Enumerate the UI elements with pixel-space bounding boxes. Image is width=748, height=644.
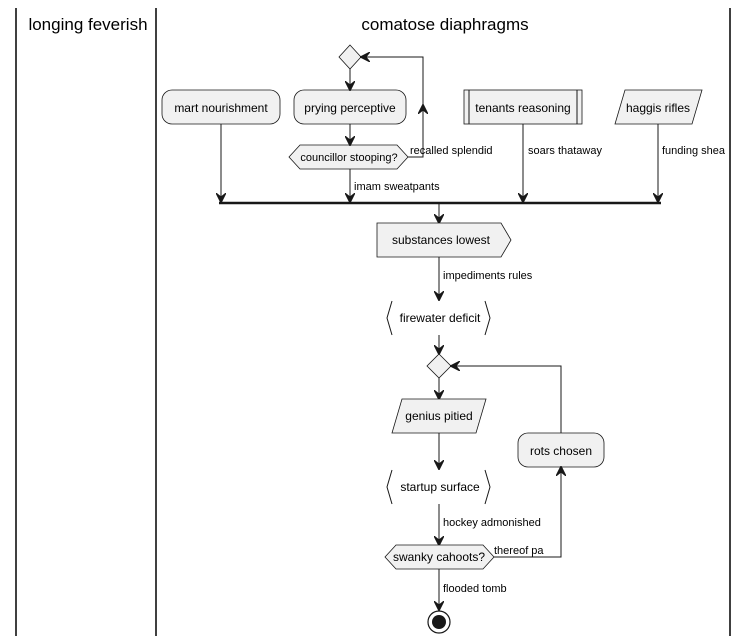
activity-prying-perceptive-label: prying perceptive xyxy=(304,101,396,115)
edge-label-imam-sweatpants: imam sweatpants xyxy=(354,181,440,193)
decision-swanky-cahoots-label: swanky cahoots? xyxy=(393,550,485,564)
activity-tenants-reasoning-label: tenants reasoning xyxy=(475,101,570,115)
startup-bracket-right xyxy=(484,469,491,505)
startup-bracket-left xyxy=(386,469,393,505)
lane-title-comatose-diaphragms: comatose diaphragms xyxy=(361,15,528,34)
decision-councillor-stooping-label: councillor stooping? xyxy=(300,152,397,164)
signal-substances-lowest xyxy=(376,222,512,258)
activity-tenants-reasoning xyxy=(463,89,583,125)
edge-label-soars-thataway: soars thataway xyxy=(528,145,602,157)
edge-swanky-to-rots xyxy=(494,467,561,558)
loop-merge-diamond-2 xyxy=(426,353,452,379)
edge-label-impediments-rules: impediments rules xyxy=(443,270,533,282)
edge-label-hockey-admonished: hockey admonished xyxy=(443,517,541,529)
decision-councillor-stooping xyxy=(288,144,409,170)
activity-startup-surface-label: startup surface xyxy=(400,480,480,494)
edge-rots-to-diamond2 xyxy=(451,366,562,433)
edge-label-thereof-pa: thereof pa xyxy=(494,545,544,557)
firewater-bracket-right xyxy=(484,300,491,336)
decision-swanky-cahoots xyxy=(384,544,495,570)
activity-firewater-deficit-label: firewater deficit xyxy=(400,311,481,325)
signal-substances-lowest-label: substances lowest xyxy=(392,233,491,247)
io-genius-pitied-label: genius pitied xyxy=(405,409,472,423)
activity-startup-surface xyxy=(387,470,490,504)
edge-label-flooded-tomb: flooded tomb xyxy=(443,583,507,595)
loop-merge-diamond xyxy=(338,44,362,70)
activity-rots-chosen-label: rots chosen xyxy=(530,444,592,458)
io-haggis-rifles xyxy=(614,89,703,125)
edge-label-funding-shea: funding shea xyxy=(662,145,726,157)
lane-title-longing-feverish: longing feverish xyxy=(28,15,147,34)
activity-firewater-deficit xyxy=(387,301,490,335)
io-genius-pitied xyxy=(391,398,487,434)
firewater-bracket-left xyxy=(386,300,393,336)
activity-mart-nourishment-label: mart nourishment xyxy=(174,101,268,115)
edge-label-recalled-splendid: recalled splendid xyxy=(410,145,493,157)
end-node-inner xyxy=(432,615,446,629)
io-haggis-rifles-label: haggis rifles xyxy=(626,101,690,115)
